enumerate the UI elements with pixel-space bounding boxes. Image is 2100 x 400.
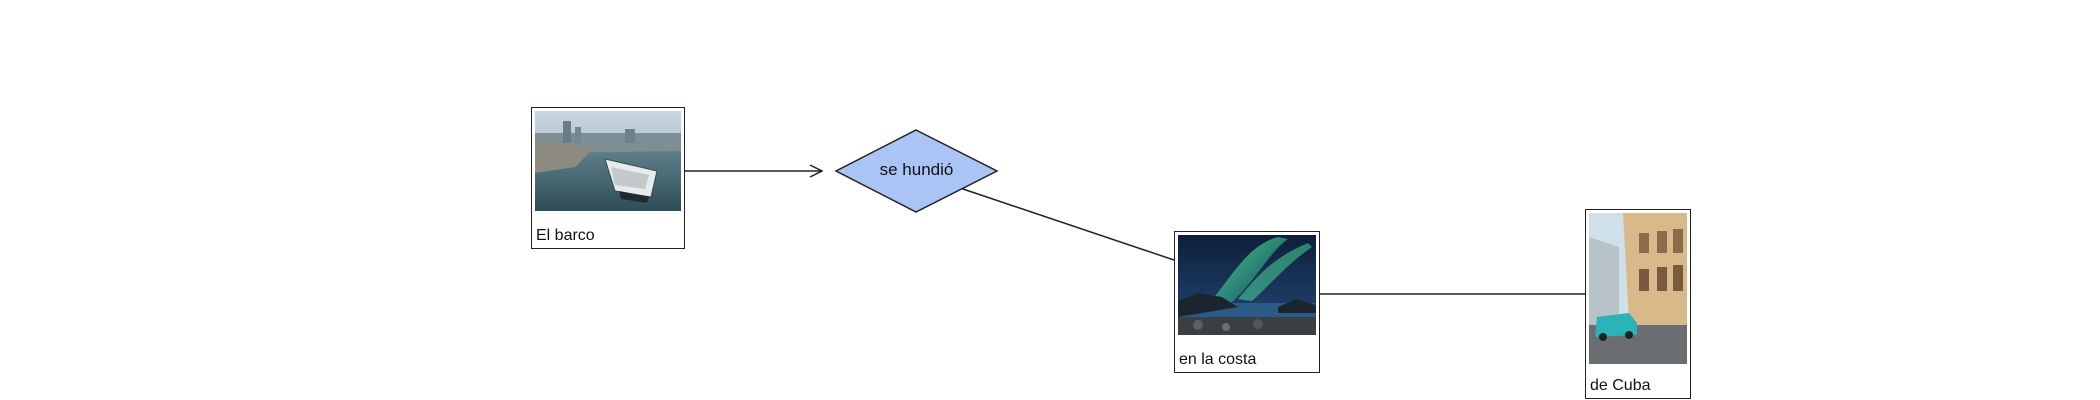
node-de-cuba[interactable]: de Cuba	[1585, 209, 1691, 399]
ship-in-harbor-image	[535, 111, 681, 211]
edge-hundio-to-costa	[959, 187, 1175, 261]
havana-street-image	[1589, 213, 1687, 364]
node-el-barco[interactable]: El barco	[531, 107, 685, 249]
node-caption: de Cuba	[1590, 377, 1651, 394]
node-en-la-costa[interactable]: en la costa	[1174, 231, 1320, 373]
aurora-over-coast-image	[1178, 235, 1316, 335]
node-caption: en la costa	[1179, 351, 1257, 368]
node-caption: El barco	[536, 227, 595, 244]
decision-diamond[interactable]	[834, 129, 999, 213]
decision-label: se hundió	[879, 160, 954, 179]
